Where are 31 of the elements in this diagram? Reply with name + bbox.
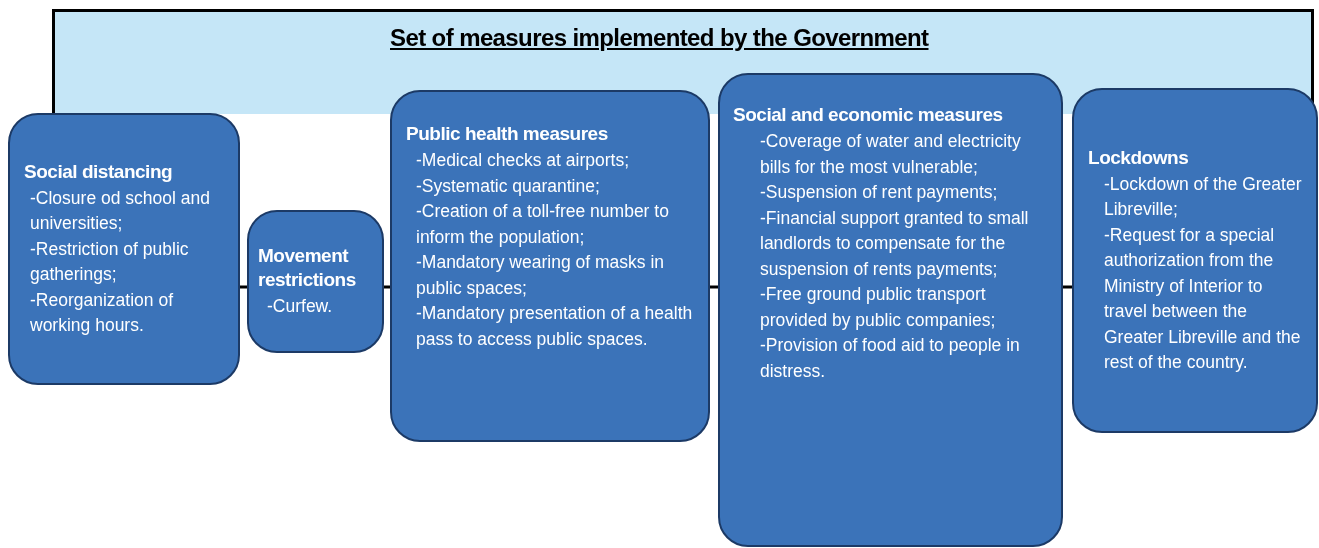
measure-item: -Mandatory presentation of a health pass to access public spaces. bbox=[416, 302, 694, 351]
measure-item: -Closure od school and universities; bbox=[30, 186, 211, 235]
measure-card bbox=[247, 210, 384, 353]
measure-item: -Mandatory wearing of masks in public spaces; bbox=[416, 251, 666, 300]
connector-line bbox=[710, 285, 718, 289]
measure-item: -Restriction of public gatherings; bbox=[30, 237, 190, 286]
measure-card bbox=[8, 113, 240, 385]
measure-card bbox=[390, 90, 710, 442]
measure-item: -Medical checks at airports; bbox=[416, 149, 630, 172]
measure-card bbox=[1072, 88, 1318, 433]
measure-item: -Lockdown of the Greater Libreville; bbox=[1104, 172, 1303, 221]
measure-item: -Systematic quarantine; bbox=[416, 174, 601, 198]
measure-item: -Financial support granted to small landlords to compensate for the suspension of rents payments; bbox=[760, 206, 1030, 281]
measure-item: -Curfew. bbox=[267, 294, 334, 318]
measure-item: -Coverage of water and electricity bills for the most vulnerable; bbox=[760, 130, 1022, 179]
measure-item: -Request for a special authorization from the Ministry of Interior to travel between the Greater Libreville and the rest of the country. bbox=[1104, 223, 1302, 374]
connector-line bbox=[384, 285, 390, 289]
card-heading: Lockdowns bbox=[1088, 145, 1190, 170]
measure-item: -Free ground public transport provided by public companies; bbox=[760, 283, 997, 332]
measure-item: -Creation of a toll-free number to inform the population; bbox=[416, 200, 670, 249]
measure-item: -Reorganization of working hours. bbox=[30, 288, 174, 337]
card-heading: Movement restrictions bbox=[258, 243, 357, 292]
measure-item: -Suspension of rent payments; bbox=[760, 181, 999, 204]
diagram-title: Set of measures implemented by the Government bbox=[390, 23, 929, 53]
measure-item: -Provision of food aid to people in distress. bbox=[760, 334, 1021, 383]
connector-line bbox=[1063, 285, 1072, 289]
card-heading: Social distancing bbox=[24, 159, 174, 184]
measure-card bbox=[718, 73, 1063, 547]
card-heading: Social and economic measures bbox=[733, 103, 1004, 127]
card-heading: Public health measures bbox=[406, 122, 609, 146]
connector-line bbox=[240, 285, 247, 289]
